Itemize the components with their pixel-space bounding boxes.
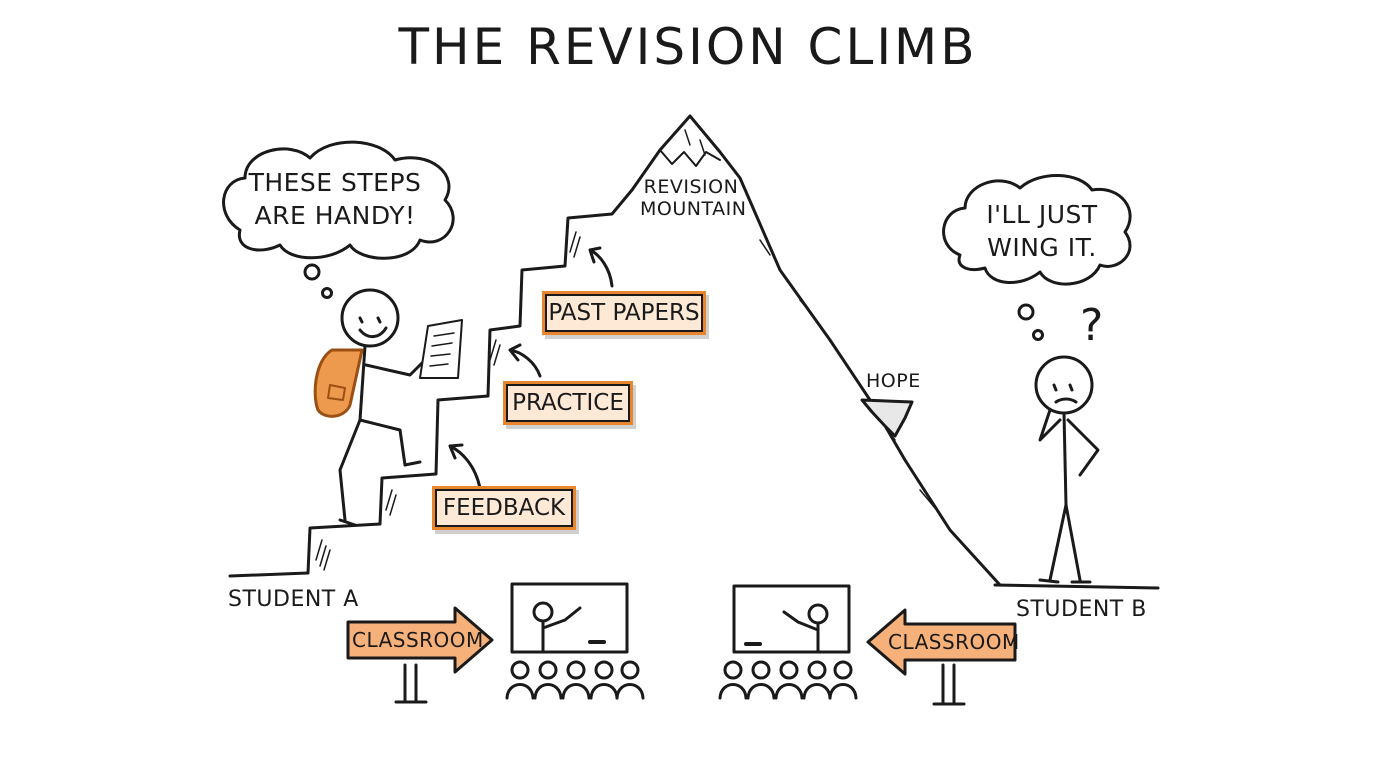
thought-bubble-a: [222, 140, 455, 260]
step-practice: PRACTICE: [503, 381, 633, 425]
mountain-snowcap: [659, 149, 721, 167]
sign-left-arrow: [346, 606, 494, 674]
thought-bubble-b: [942, 174, 1132, 286]
mountain-label-line1: REVISION: [643, 176, 739, 198]
backpack: [313, 348, 364, 418]
thought-a-line1: THESE STEPS: [248, 168, 422, 197]
student-b-caption: STUDENT B: [1016, 597, 1147, 622]
paper-sheet: [419, 319, 463, 379]
mountain-label-line2: MOUNTAIN: [640, 198, 747, 220]
thought-b-line1: I'LL JUST: [986, 200, 1098, 229]
thought-b-line2: WING IT.: [987, 233, 1097, 262]
arrow-past-papers: [588, 246, 614, 288]
hope-label: HOPE: [866, 370, 921, 392]
mountain-texture: [759, 239, 936, 509]
student-b-figure: [1034, 355, 1100, 584]
sign-right-label: CLASSROOM: [888, 630, 1020, 654]
classroom-right: [718, 584, 858, 700]
thought-a-line2: ARE HANDY!: [254, 201, 416, 230]
hope-ledge: [860, 398, 914, 438]
sign-left-label: CLASSROOM: [352, 628, 484, 652]
staircase: [228, 188, 634, 578]
students-right: [718, 660, 858, 700]
step-feedback: FEEDBACK: [432, 486, 576, 530]
student-a-caption: STUDENT A: [228, 587, 359, 612]
mountain-label: REVISION MOUNTAIN: [640, 176, 747, 220]
thought-text-a: THESE STEPS ARE HANDY!: [245, 166, 425, 232]
sign-right-arrow: [866, 608, 1017, 676]
classroom-left: [505, 582, 645, 700]
staircase-hatching: [315, 231, 581, 571]
sign-post-right: [932, 663, 966, 706]
page-title: THE REVISION CLIMB: [398, 18, 978, 76]
ground-right: [993, 583, 1160, 590]
mountain-outline: [630, 114, 1002, 587]
thought-text-b: I'LL JUST WING IT.: [962, 198, 1122, 264]
step-past-papers: PAST PAPERS: [542, 291, 706, 335]
arrow-practice: [508, 343, 542, 378]
student-a-figure: [313, 288, 463, 527]
sign-post-left: [394, 663, 428, 704]
question-mark: ?: [1080, 300, 1104, 351]
students-left: [505, 660, 645, 700]
arrow-feedback: [448, 443, 482, 490]
